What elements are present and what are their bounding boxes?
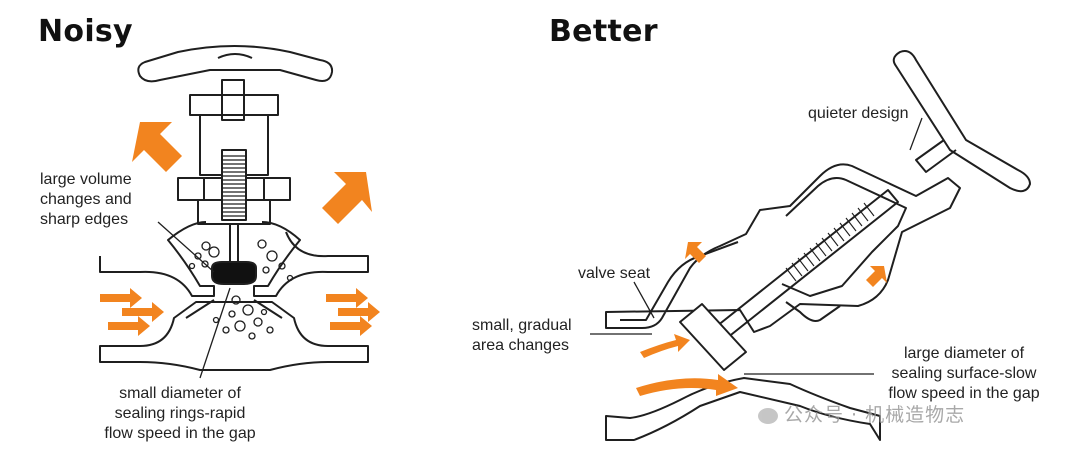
arrow-curve-lower bbox=[636, 374, 738, 396]
handwheel bbox=[137, 45, 334, 83]
t-handle bbox=[892, 50, 1031, 193]
arrow-up-left bbox=[132, 122, 182, 172]
better-valve bbox=[590, 50, 1031, 441]
better-flow-arrows bbox=[636, 242, 887, 396]
angle-plug bbox=[679, 303, 747, 371]
arrow-in-3 bbox=[108, 316, 150, 336]
leader-seat bbox=[633, 281, 655, 319]
better-title: Better bbox=[549, 14, 658, 49]
callout-valve-seat: valve seat bbox=[578, 265, 651, 282]
arrow-in-2 bbox=[122, 302, 164, 322]
arrow-in-1 bbox=[100, 288, 142, 308]
arrow-small-up-right bbox=[866, 266, 887, 287]
arrow-small-up-left bbox=[685, 242, 706, 263]
callout-large-diameter: large diameter of sealing surface-slow f… bbox=[888, 345, 1040, 402]
leader-quieter bbox=[909, 117, 923, 151]
angle-body bbox=[605, 163, 961, 333]
callout-large-volume: large volume changes and sharp edges bbox=[40, 171, 132, 228]
arrow-curve-upper bbox=[640, 334, 690, 358]
arrow-up-right bbox=[322, 172, 372, 224]
valve-plug bbox=[211, 261, 257, 285]
bonnet-top bbox=[189, 94, 279, 116]
noisy-flow-arrows bbox=[100, 122, 380, 336]
noisy-valve bbox=[99, 45, 369, 379]
stem-threads bbox=[785, 202, 875, 282]
leader-edges bbox=[157, 221, 215, 273]
watermark: 公众号 · 机械造物志 bbox=[758, 400, 965, 427]
arrow-out-2 bbox=[338, 302, 380, 322]
stem bbox=[221, 79, 245, 121]
noisy-title: Noisy bbox=[38, 14, 133, 49]
turbulence-bubbles bbox=[188, 239, 294, 340]
callout-small-diameter: small diameter of sealing rings-rapid fl… bbox=[104, 385, 256, 442]
watermark-text: 公众号 · 机械造物志 bbox=[784, 404, 966, 426]
wechat-icon bbox=[758, 407, 778, 424]
arrow-out-3 bbox=[330, 316, 372, 336]
leader-rings bbox=[199, 287, 231, 379]
valve-body bbox=[99, 221, 369, 297]
callout-gradual-area: small, gradual area changes bbox=[472, 317, 572, 354]
arrow-out-1 bbox=[326, 288, 368, 308]
callout-quieter-design: quieter design bbox=[808, 105, 909, 122]
